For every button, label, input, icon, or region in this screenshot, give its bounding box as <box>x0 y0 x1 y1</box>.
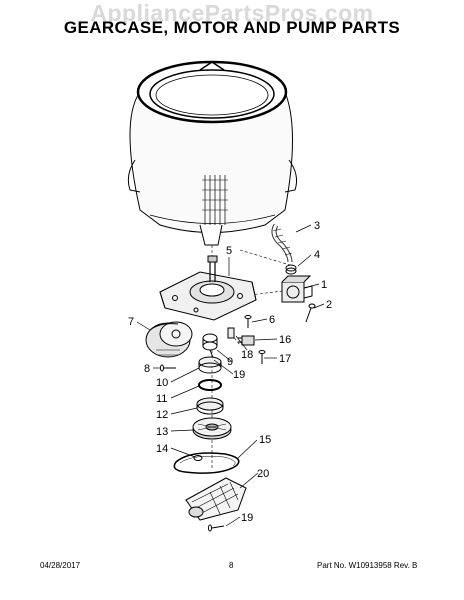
callout-1: 1 <box>321 279 327 291</box>
callout-12: 12 <box>156 409 168 421</box>
callout-6: 6 <box>269 314 275 326</box>
callout-19-bottom: 19 <box>241 512 253 524</box>
callout-3: 3 <box>314 220 320 232</box>
callout-9: 9 <box>227 356 233 368</box>
callout-17: 17 <box>279 353 291 365</box>
bearing <box>198 356 222 374</box>
footer-date: 04/28/2017 <box>40 561 81 570</box>
pulley <box>192 417 232 440</box>
callout-8: 8 <box>144 363 150 375</box>
callout-leaders <box>136 224 325 527</box>
drive-belt <box>173 452 240 474</box>
callout-16: 16 <box>279 334 291 346</box>
hub <box>196 397 224 415</box>
drain-hose <box>271 223 293 263</box>
watermark-text: AppliancePartsPros.com <box>90 0 374 26</box>
motor-shield <box>185 477 247 521</box>
callout-15: 15 <box>259 434 271 446</box>
callout-19-top: 19 <box>233 369 245 381</box>
callout-5: 5 <box>226 245 232 257</box>
drive-motor <box>145 321 193 358</box>
gearcase-plate <box>159 255 257 321</box>
page-title: GEARCASE, MOTOR AND PUMP PARTS <box>63 18 401 37</box>
footer-part-number: Part No. W10913958 Rev. B <box>317 561 418 570</box>
callout-2: 2 <box>326 299 332 311</box>
hose-clamp <box>285 264 297 275</box>
footer-page-number: 8 <box>229 561 234 570</box>
plate-screw <box>244 315 252 328</box>
callout-18: 18 <box>241 349 253 361</box>
retaining-ring <box>198 379 222 391</box>
washer-tub <box>127 60 297 246</box>
motor-capacitor <box>227 327 255 346</box>
callout-11: 11 <box>156 393 167 405</box>
callout-20: 20 <box>257 468 269 480</box>
shield-screw <box>208 524 225 532</box>
capacitor-screw <box>258 350 266 364</box>
motor-screw <box>160 364 176 372</box>
drain-pump <box>281 275 313 303</box>
pulley-nut <box>193 455 203 461</box>
callout-7: 7 <box>128 316 134 328</box>
callout-4: 4 <box>314 249 320 261</box>
callout-14: 14 <box>156 443 168 455</box>
pump-screw <box>305 303 316 323</box>
callout-13: 13 <box>156 426 168 438</box>
coupler <box>202 333 218 361</box>
callout-10: 10 <box>156 377 168 389</box>
